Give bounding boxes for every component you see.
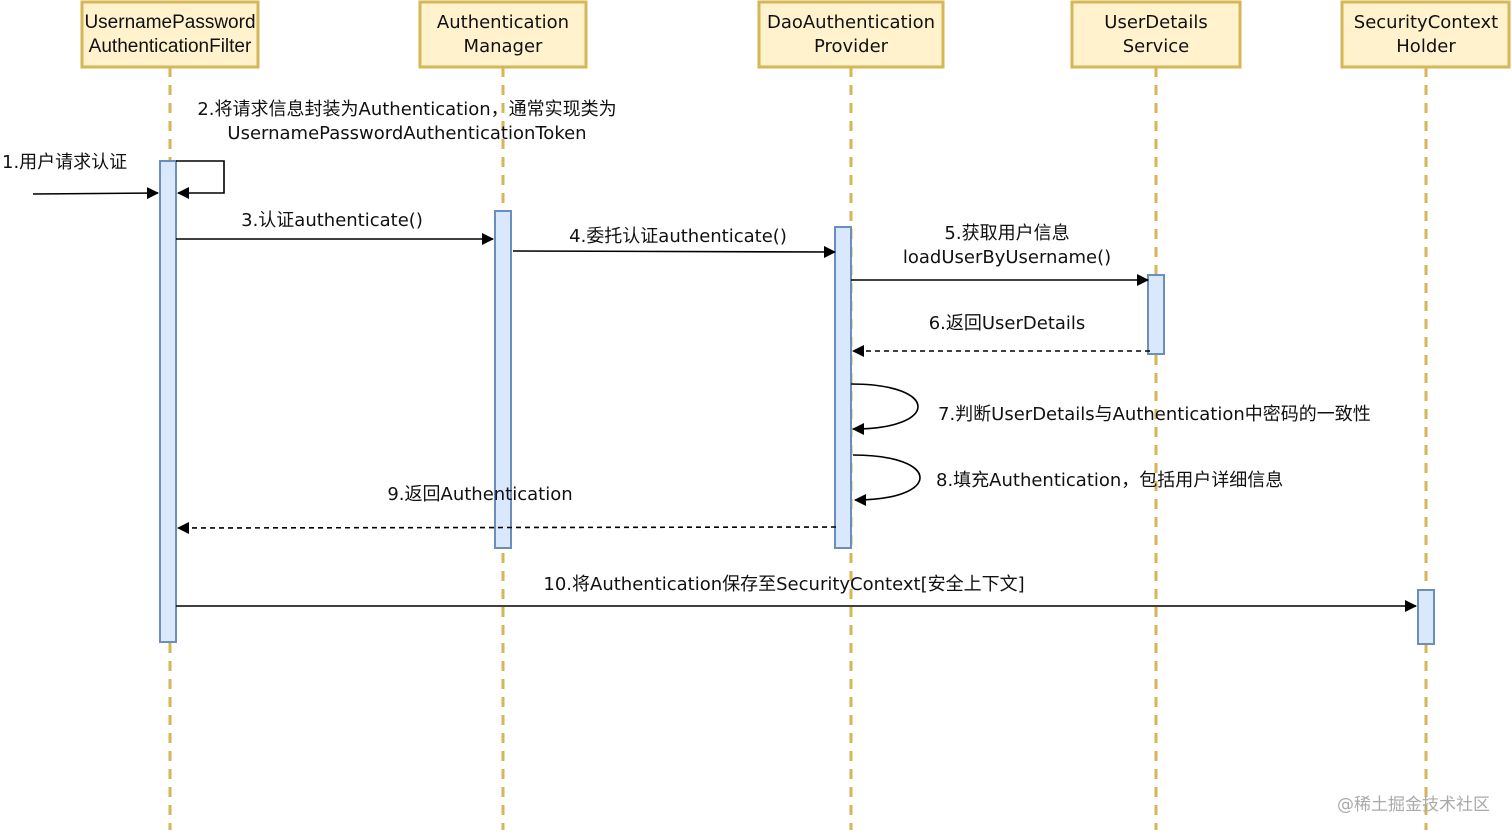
participant-provider: DaoAuthentication Provider	[757, 0, 945, 69]
participant-label: Authentication	[437, 12, 569, 33]
participant-label: Service	[1123, 36, 1190, 57]
participant-label: DaoAuthentication	[767, 12, 935, 33]
message-4-label: 4.委托认证authenticate()	[569, 226, 787, 247]
participant-context-holder: SecurityContext Holder	[1340, 0, 1511, 69]
participant-label: SecurityContext	[1354, 12, 1498, 33]
message-1-arrow	[32, 187, 159, 200]
message-2-arrow	[176, 160, 225, 199]
message-8-label: 8.填充Authentication，包括用户详细信息	[936, 470, 1283, 491]
message-2-label: UsernamePasswordAuthenticationToken	[227, 123, 586, 144]
participant-label: UsernamePassword	[84, 12, 255, 33]
participant-label: AuthenticationFilter	[89, 36, 252, 57]
message-9-label: 9.返回Authentication	[387, 484, 572, 505]
participant-label: Provider	[814, 36, 889, 57]
participant-filter: UsernamePassword AuthenticationFilter	[80, 0, 260, 69]
participant-label: UserDetails	[1104, 12, 1207, 33]
activation-filter	[159, 160, 177, 643]
message-5-label: 5.获取用户信息	[944, 223, 1069, 244]
message-3-label: 3.认证authenticate()	[241, 210, 423, 231]
watermark: @稀土掘金技术社区	[1337, 795, 1490, 815]
message-9-arrow	[177, 521, 837, 534]
message-7-arrow	[850, 383, 919, 435]
participant-userdetails-service: UserDetails Service	[1070, 0, 1242, 69]
participant-label: Manager	[464, 36, 543, 57]
activation-manager	[494, 210, 512, 549]
message-8-arrow	[852, 454, 921, 506]
participant-manager: Authentication Manager	[418, 0, 588, 69]
activation-context-holder	[1417, 589, 1435, 645]
message-2-label: 2.将请求信息封装为Authentication，通常实现类为	[197, 99, 616, 120]
message-7-label: 7.判断UserDetails与Authentication中密码的一致性	[938, 404, 1371, 425]
message-1-label: 1.用户请求认证	[2, 152, 127, 173]
activation-userdetails	[1147, 274, 1165, 355]
message-5-label: loadUserByUsername()	[903, 247, 1111, 268]
message-4-arrow	[512, 245, 836, 258]
participant-label: Holder	[1396, 36, 1456, 57]
message-10-label: 10.将Authentication保存至SecurityContext[安全上…	[543, 574, 1024, 595]
activation-provider	[834, 226, 852, 549]
message-6-label: 6.返回UserDetails	[929, 313, 1086, 334]
